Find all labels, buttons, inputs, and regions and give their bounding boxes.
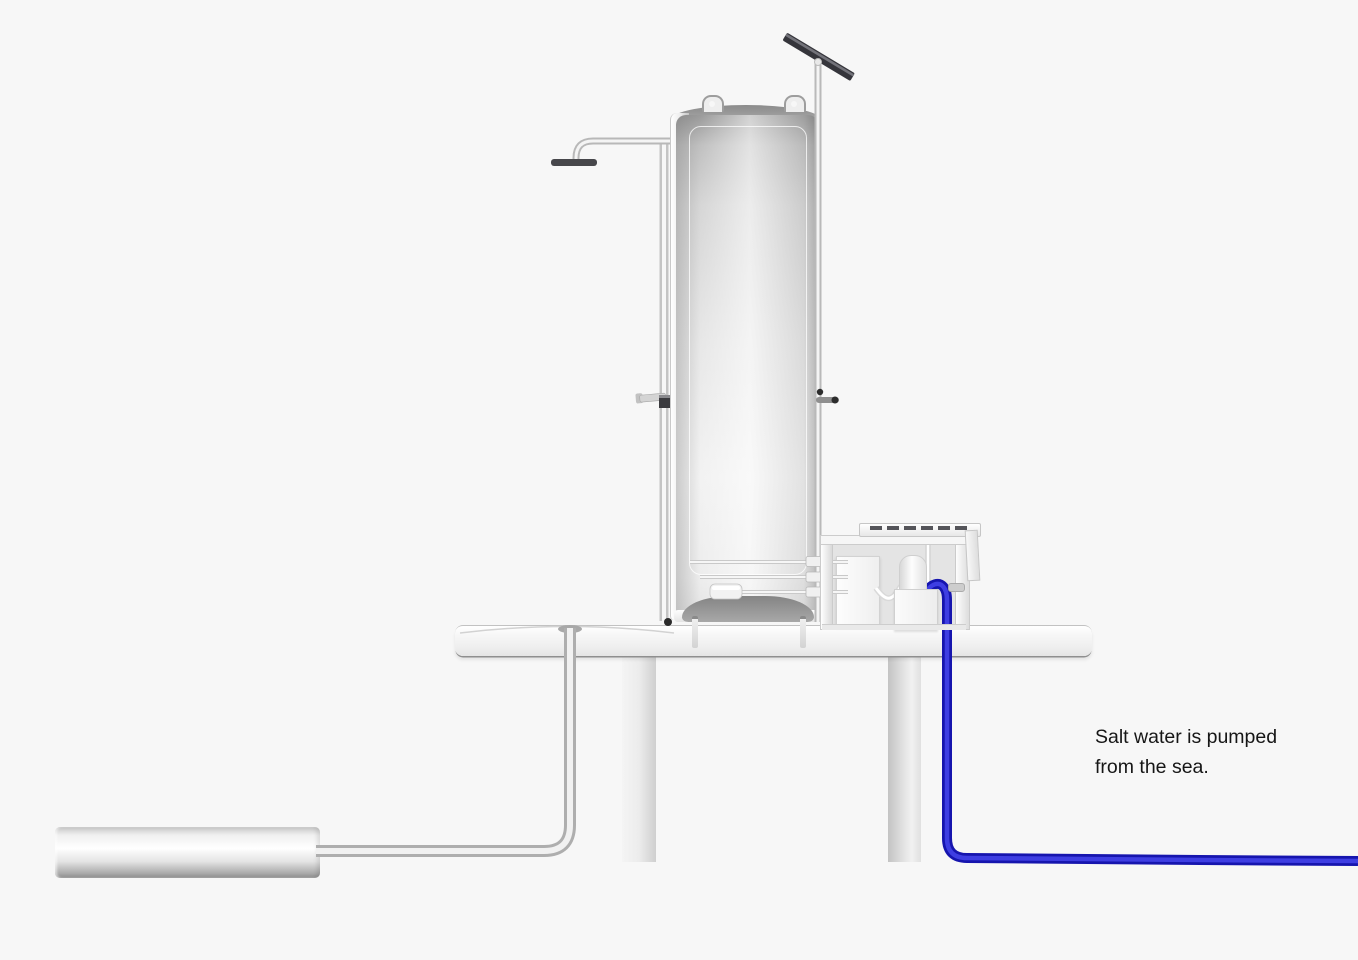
solar-panel	[783, 33, 855, 81]
pump-unit-box	[894, 589, 938, 630]
lid-vent-slats	[870, 526, 970, 530]
annotation-line-2: from the sea.	[1095, 756, 1209, 778]
sea-pump-cylinder	[55, 827, 320, 878]
control-unit-box	[836, 556, 880, 626]
platform-leg-left	[622, 655, 656, 862]
tank-foot-right	[800, 616, 806, 648]
enclosure-wall-left	[820, 535, 833, 630]
tank-lifting-lug-left	[702, 95, 724, 112]
enclosure-lid-flap	[964, 529, 981, 582]
platform-leg-right	[888, 655, 921, 862]
pole-cap	[814, 58, 822, 66]
enclosure-lid	[859, 523, 981, 537]
enclosure-bottom-frame	[822, 624, 966, 630]
intake-pipe-highlight	[316, 628, 573, 854]
annotation-line-1: Salt water is pumped	[1095, 726, 1278, 748]
pole-fitting-dot-lower	[831, 396, 839, 404]
valve-lever-cap	[635, 393, 644, 404]
tank-outlet-valve-lever	[635, 392, 667, 404]
tank-foot-left	[692, 616, 698, 648]
tank-lifting-lug-right	[784, 95, 806, 112]
tank-anchor-bolt-left	[664, 618, 672, 626]
shower-arm-pipe-outer	[572, 137, 671, 161]
intake-pipe-outer	[316, 628, 576, 857]
tank-bottom-dome	[682, 596, 814, 622]
tank-inner-liner	[689, 126, 807, 575]
shower-arm-pipe-highlight	[574, 139, 671, 161]
platform	[455, 625, 1092, 656]
annotation-salt-water: Salt water is pumped from the sea.	[1095, 722, 1325, 782]
enclosure-handle	[948, 583, 965, 592]
valve-lever-arm	[639, 392, 667, 403]
shower-head	[551, 159, 597, 166]
solar-panel-bar-highlight	[785, 34, 854, 77]
solar-panel-bar	[783, 33, 855, 81]
water-tank	[676, 115, 818, 618]
